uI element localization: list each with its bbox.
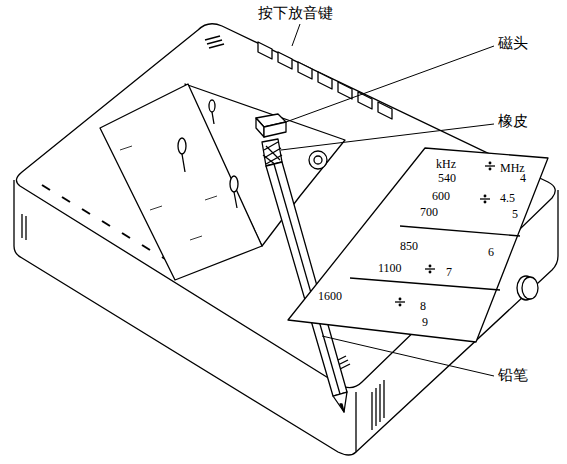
dial-number: 8 <box>420 300 426 312</box>
reel-hub <box>309 151 327 169</box>
dial-number: 7 <box>446 266 452 278</box>
callout-label: 磁头 <box>498 36 528 51</box>
leader-lines <box>281 24 494 376</box>
dial-number: 1100 <box>378 262 402 274</box>
dial-unit: kHz <box>436 158 456 170</box>
dial-number: 4.5 <box>500 192 515 204</box>
callout-label: 按下放音键 <box>258 6 333 21</box>
eraser <box>262 139 282 166</box>
magnetic-head <box>256 114 286 137</box>
dial-number: 4 <box>520 172 526 184</box>
dial-number: 9 <box>422 316 428 328</box>
dial-number: 5 <box>512 208 518 220</box>
knob <box>517 276 538 300</box>
dial-number: 6 <box>488 246 494 258</box>
callout-label: 铅笔 <box>498 368 528 383</box>
dial-number: 1600 <box>318 290 342 302</box>
dial-panel <box>288 148 548 342</box>
dial-number: 850 <box>400 240 418 252</box>
dial-number: 600 <box>432 190 450 202</box>
cassette-lid <box>100 84 262 280</box>
callout-label: 橡皮 <box>498 114 528 129</box>
lid-lines <box>120 146 217 240</box>
dial-number: 540 <box>438 172 456 184</box>
dial-number: 700 <box>420 206 438 218</box>
lid-pins <box>178 100 238 208</box>
